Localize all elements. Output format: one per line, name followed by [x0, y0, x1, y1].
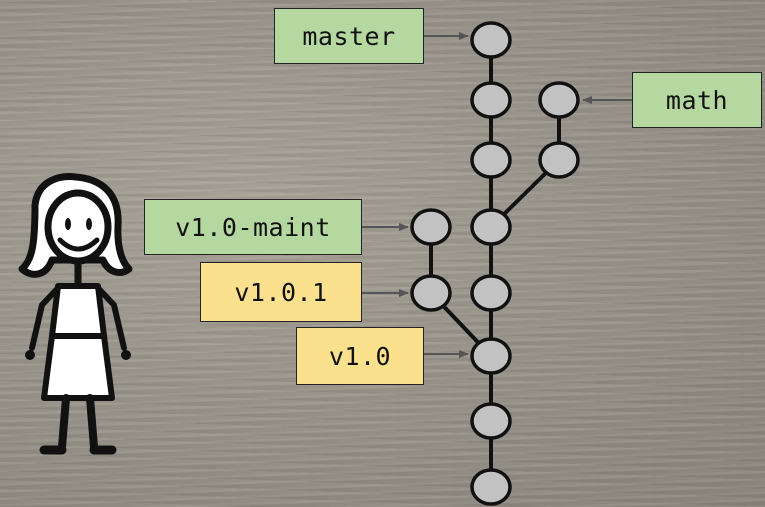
branch-label-v1-0-maint: v1.0-maint [144, 199, 362, 255]
commit-node [470, 21, 512, 59]
tag-label-v1-0: v1.0 [296, 327, 424, 385]
commit-node [470, 208, 512, 246]
commit-node [470, 274, 512, 312]
commit-node [470, 402, 512, 440]
branch-label-math: math [632, 72, 762, 128]
commit-node-math [538, 141, 580, 179]
branch-label-master: master [274, 8, 424, 64]
commit-node-maint [410, 208, 452, 246]
commit-node-maint [410, 274, 452, 312]
commit-node [470, 468, 512, 506]
tag-label-v1-0-1: v1.0.1 [200, 262, 362, 322]
commit-node-math [538, 81, 580, 119]
commit-node [470, 81, 512, 119]
commit-node [470, 141, 512, 179]
commit-node [470, 337, 512, 375]
stick-figure-girl-icon [18, 173, 133, 455]
